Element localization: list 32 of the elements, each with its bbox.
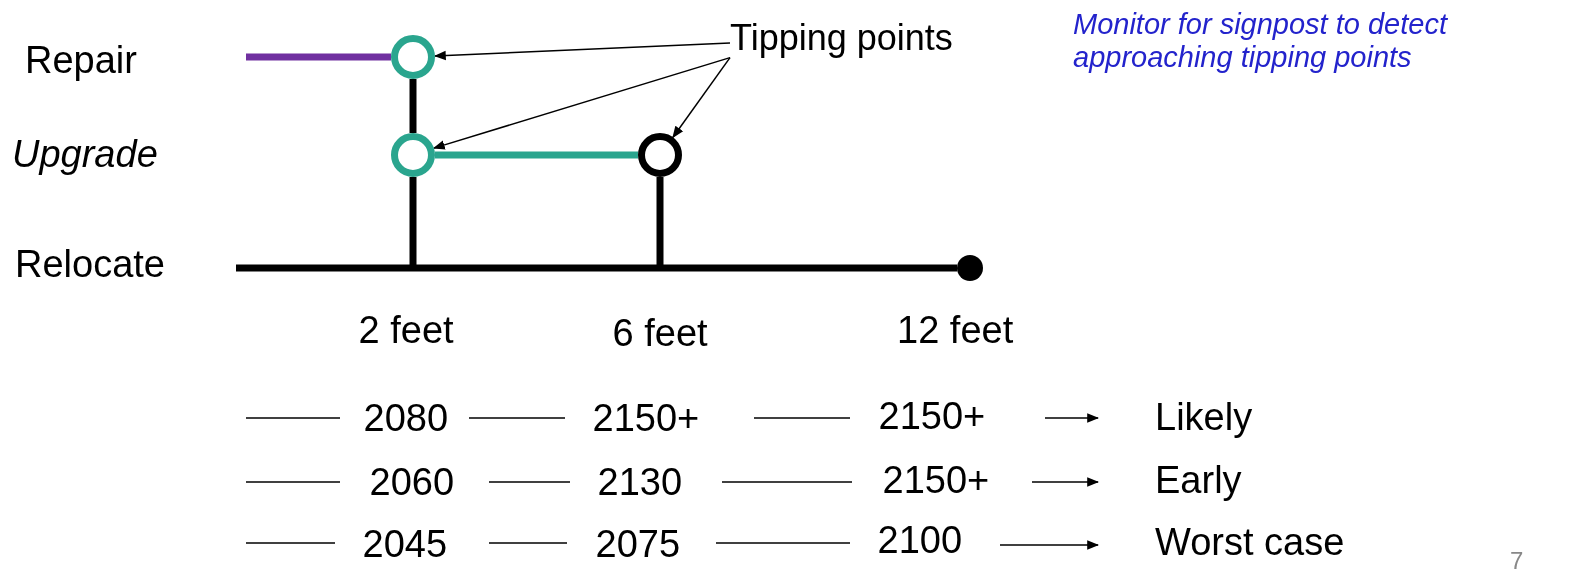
tipping-point-circle: [638, 133, 682, 177]
callout-text: Tipping points: [730, 18, 953, 58]
axis-label: Relocate: [15, 244, 165, 286]
leader-line: [433, 42, 731, 61]
axis-label: Repair: [25, 40, 137, 82]
year-label: 2150+: [882, 460, 990, 502]
axis-label: Upgrade: [12, 134, 158, 176]
leader-line: [432, 56, 731, 150]
year-label: 2150+: [592, 398, 700, 440]
note-text: Monitor for signpost to detect approaching tipping points: [1073, 8, 1449, 75]
year-label: 2130: [597, 462, 683, 504]
scenario-label: 6 feet: [612, 313, 708, 355]
year-label: 2080: [363, 398, 449, 440]
scenario-label: 12 feet: [897, 310, 1014, 352]
year-label: 2060: [369, 462, 455, 504]
tipping-point-circle: [391, 133, 435, 177]
leader-line: [672, 56, 731, 139]
year-label: 2100: [877, 520, 963, 562]
year-label: 2150+: [878, 396, 986, 438]
scenario-name: Early: [1155, 460, 1242, 502]
pathway-line: [409, 79, 417, 133]
scenario-name: Worst case: [1155, 522, 1345, 564]
scenario-label: 2 feet: [358, 310, 454, 352]
end-point-dot: [957, 255, 983, 281]
year-label: 2075: [595, 524, 681, 566]
page-number: 7: [1510, 548, 1524, 570]
pathway-line: [435, 151, 638, 159]
year-label: 2045: [362, 524, 448, 566]
pathway-line: [656, 177, 664, 268]
pathway-line: [409, 177, 417, 268]
tipping-point-circle: [391, 35, 435, 79]
scenario-name: Likely: [1155, 397, 1253, 439]
